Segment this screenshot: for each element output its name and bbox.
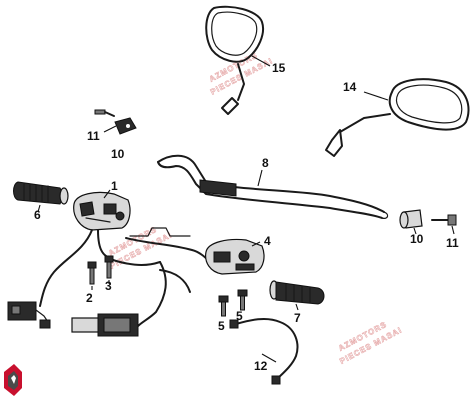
callout-7: 7 bbox=[294, 311, 301, 325]
leader-11-right bbox=[451, 225, 455, 235]
throttle-cable bbox=[229, 317, 299, 385]
bolt-5-left bbox=[218, 295, 229, 317]
leader-7 bbox=[295, 303, 299, 311]
leader-1 bbox=[103, 189, 111, 199]
right-mirror bbox=[325, 78, 470, 157]
callout-11-right: 11 bbox=[446, 236, 459, 250]
callout-10-top: 10 bbox=[111, 147, 125, 161]
left-grip bbox=[13, 181, 69, 205]
leader-10-top bbox=[103, 125, 117, 133]
clamp-10-right bbox=[399, 209, 423, 229]
handlebar bbox=[157, 154, 389, 219]
callout-5-left: 5 bbox=[218, 319, 225, 333]
right-throttle-grip bbox=[269, 280, 325, 305]
brand-logo bbox=[4, 364, 22, 396]
leader-15 bbox=[251, 55, 271, 67]
callout-14: 14 bbox=[343, 80, 357, 94]
bolt-2 bbox=[87, 261, 97, 285]
callout-6: 6 bbox=[34, 208, 41, 222]
callout-15: 15 bbox=[272, 61, 286, 75]
left-switch-housing bbox=[73, 191, 131, 231]
callout-5-right: 5 bbox=[236, 309, 243, 323]
callout-2: 2 bbox=[86, 291, 93, 305]
bolt-5-right bbox=[237, 289, 248, 311]
callout-12: 12 bbox=[254, 359, 268, 373]
watermark-bottom: AZMOTORS PIECES MASAI bbox=[337, 319, 404, 366]
leader-14 bbox=[363, 91, 389, 101]
leader-8 bbox=[257, 169, 263, 187]
connector-left bbox=[7, 301, 51, 329]
callout-10-right: 10 bbox=[410, 232, 424, 246]
screw-11-top bbox=[94, 109, 115, 117]
right-switch-housing bbox=[205, 238, 265, 275]
bolt-3 bbox=[104, 255, 114, 279]
leader-6 bbox=[37, 204, 41, 213]
callout-4: 4 bbox=[264, 234, 271, 248]
leader-4 bbox=[251, 241, 261, 247]
leader-10-right bbox=[413, 227, 417, 235]
callout-8: 8 bbox=[262, 156, 269, 170]
leader-12 bbox=[261, 353, 277, 363]
callout-1: 1 bbox=[111, 179, 118, 193]
callout-3: 3 bbox=[105, 279, 112, 293]
left-mirror bbox=[205, 5, 264, 115]
connector-bottom bbox=[71, 313, 139, 337]
callout-11-top: 11 bbox=[87, 129, 100, 143]
clamp-10-top bbox=[114, 117, 137, 135]
wiring-harness bbox=[39, 227, 211, 327]
screw-11-right bbox=[431, 214, 457, 226]
